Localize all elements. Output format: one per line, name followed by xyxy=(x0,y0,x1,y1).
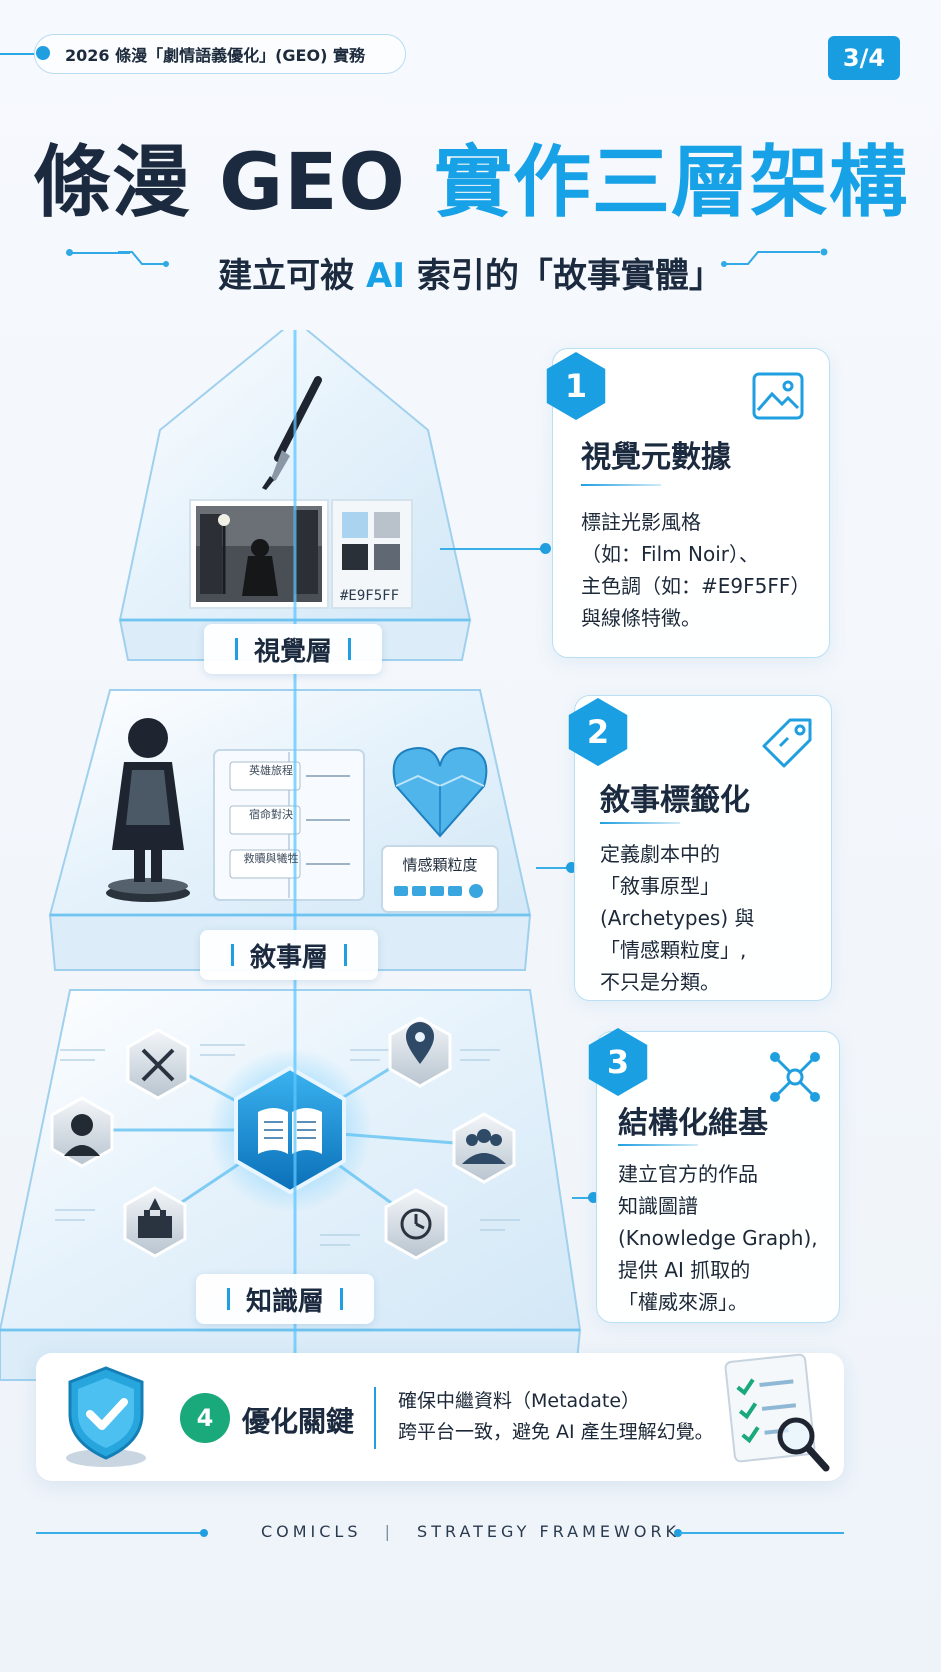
card-2-line: 不只是分類。 xyxy=(600,970,720,994)
visual-layer-label: 視覺層 xyxy=(204,624,382,674)
emotion-widget xyxy=(381,845,499,913)
card-1-line: 標註光影風格 xyxy=(581,510,701,534)
book-row-1: 英雄旅程 xyxy=(249,764,293,777)
card-1-connector xyxy=(440,548,550,550)
card-1-body: 標註光影風格 （如：Film Noir）、 主色調（如：#E9F5FF） 與線條… xyxy=(581,506,810,634)
key-number: 4 xyxy=(180,1393,230,1443)
key-body: 確保中繼資料（Metadate） 跨平台一致，避免 AI 產生理解幻覺。 xyxy=(398,1386,714,1448)
footer-line-left xyxy=(36,1532,204,1534)
checklist-magnifier-icon xyxy=(724,1353,830,1472)
book-row-3: 救贖與犧牲 xyxy=(243,852,299,865)
page-indicator: 3/4 xyxy=(828,36,900,80)
footer-brand: COMICLS xyxy=(260,1522,362,1541)
character-figure xyxy=(106,718,190,902)
card-3-number: 3 xyxy=(588,1028,648,1096)
visual-tier xyxy=(118,330,472,661)
group-icon xyxy=(452,1112,516,1184)
card-2-line: (Archetypes) 與 xyxy=(600,906,755,930)
card-3-rule xyxy=(618,1144,698,1146)
card-2-line: 「敘事原型」 xyxy=(600,874,720,898)
card-3-line: 「權威來源」。 xyxy=(618,1290,748,1314)
subtitle-deco-circuit-right xyxy=(721,248,828,267)
footer: COMICLS | STRATEGY FRAMEWORK xyxy=(0,1522,941,1541)
book-icon xyxy=(234,1065,346,1195)
card-3-connector-dot xyxy=(588,1192,599,1203)
card-1-rule xyxy=(581,484,661,486)
swatch-1 xyxy=(342,512,368,538)
card-1-title: 視覺元數據 xyxy=(581,440,731,475)
card-3-body: 建立官方的作品 知識圖譜 (Knowledge Graph), 提供 AI 抓取… xyxy=(618,1158,818,1318)
pyramid-illustration xyxy=(0,330,582,1381)
card-3-line: (Knowledge Graph), xyxy=(618,1226,818,1250)
title-blue-part: 實作三層架構 xyxy=(433,138,908,228)
card-2-title: 敘事標籤化 xyxy=(600,783,750,818)
shield-check-icon xyxy=(66,1366,146,1467)
page-subtitle: 建立可被 AI 索引的「故事實體」 xyxy=(0,248,941,297)
image-icon xyxy=(752,372,804,420)
swatch-4 xyxy=(374,544,400,570)
subtitle-pre: 建立可被 xyxy=(218,256,367,296)
footer-separator: | xyxy=(384,1522,394,1541)
header-line xyxy=(0,53,44,55)
book-row-2: 宿命對決 xyxy=(249,808,293,821)
swatch-2 xyxy=(374,512,400,538)
network-icon xyxy=(770,1052,820,1102)
series-label: 2026 條漫「劇情語義優化」(GEO) 實務 xyxy=(34,34,406,74)
film-noir-frame xyxy=(189,499,329,609)
emotion-widget-label: 情感顆粒度 xyxy=(402,856,478,874)
narrative-tier xyxy=(48,689,532,971)
swatch-3 xyxy=(342,544,368,570)
heart-gem-icon xyxy=(392,746,488,838)
card-2-connector xyxy=(536,867,576,869)
footer-tagline: STRATEGY FRAMEWORK xyxy=(417,1522,681,1541)
paintbrush-icon xyxy=(262,376,322,490)
card-3-connector xyxy=(572,1197,598,1199)
subtitle-ai: AI xyxy=(366,256,405,296)
swatch-hex-label: #E9F5FF xyxy=(340,588,400,604)
swords-icon xyxy=(126,1028,190,1100)
footer-dot-left xyxy=(200,1529,208,1537)
archetype-book xyxy=(213,749,365,901)
castle-icon xyxy=(123,1186,187,1258)
key-line: 跨平台一致，避免 AI 產生理解幻覺。 xyxy=(398,1421,714,1443)
clock-icon xyxy=(384,1188,448,1260)
card-2-line: 定義劇本中的 xyxy=(600,842,720,866)
footer-dot-right xyxy=(674,1529,682,1537)
key-line: 確保中繼資料（Metadate） xyxy=(398,1390,641,1412)
key-separator xyxy=(374,1387,376,1449)
narrative-layer-label: 敘事層 xyxy=(200,930,378,980)
page-title: 條漫 GEO 實作三層架構 xyxy=(0,120,941,232)
knowledge-layer-label: 知識層 xyxy=(196,1274,374,1324)
subtitle-deco-left xyxy=(72,252,130,254)
subtitle-post: 索引的「故事實體」 xyxy=(404,256,723,296)
footer-line-right xyxy=(680,1532,844,1534)
character-icon xyxy=(50,1096,114,1168)
card-3-line: 建立官方的作品 xyxy=(618,1162,758,1186)
series-dot xyxy=(36,46,50,60)
card-1-line: 與線條特徵。 xyxy=(581,606,701,630)
map-pin-icon xyxy=(388,1016,452,1088)
card-2-body: 定義劇本中的 「敘事原型」 (Archetypes) 與 「情感顆粒度」, 不只… xyxy=(600,838,755,998)
tag-icon xyxy=(762,718,812,768)
card-3-title: 結構化維基 xyxy=(618,1106,768,1141)
card-1-line: （如：Film Noir）、 xyxy=(581,542,759,566)
card-3-line: 知識圖譜 xyxy=(618,1194,698,1218)
subtitle-deco-circuit-left xyxy=(118,251,169,267)
subtitle-deco-dot-left xyxy=(66,249,73,256)
card-1-connector-dot xyxy=(540,543,551,554)
card-1-number: 1 xyxy=(546,352,606,420)
key-title: 優化關鍵 xyxy=(242,1405,355,1438)
card-2-connector-dot xyxy=(566,862,577,873)
card-2-line: 「情感顆粒度」, xyxy=(600,938,747,962)
title-dark-part: 條漫 GEO xyxy=(33,138,434,228)
optimization-key-panel xyxy=(36,1353,844,1481)
card-1-line: 主色調（如：#E9F5FF） xyxy=(581,574,811,598)
card-3-line: 提供 AI 抓取的 xyxy=(618,1258,751,1282)
card-2-rule xyxy=(600,822,680,824)
